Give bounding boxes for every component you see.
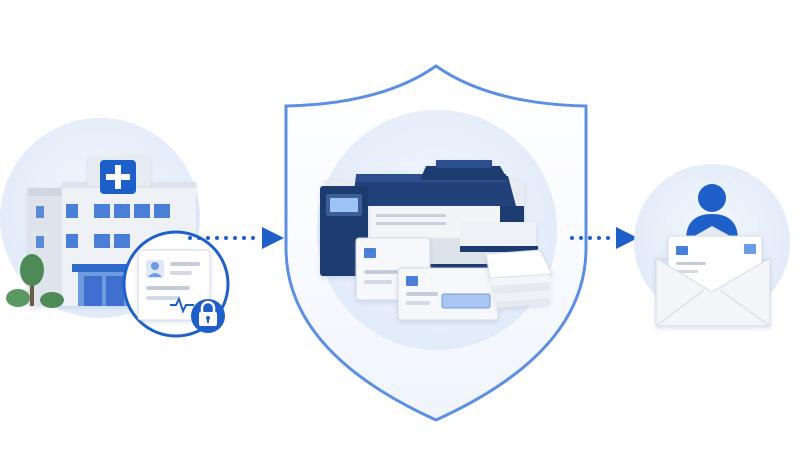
arrowhead-icon: [262, 227, 284, 249]
connector-arrow-1: [188, 227, 284, 249]
paper-stack-icon: [485, 249, 553, 308]
envelope-icon-front: [397, 267, 499, 321]
medical-record-badge: [122, 230, 230, 338]
connector-arrow-2: [570, 227, 638, 249]
recipient-group: [634, 164, 790, 327]
tree-icon: [6, 254, 64, 308]
arrowhead-icon: [616, 227, 638, 249]
source-hospital-group: [0, 118, 230, 338]
processing-shield-group: [284, 64, 588, 422]
lock-icon: [191, 299, 225, 333]
medical-record-icon: [137, 249, 211, 321]
hospital-icon: [28, 156, 196, 306]
open-envelope-icon: [655, 226, 771, 327]
